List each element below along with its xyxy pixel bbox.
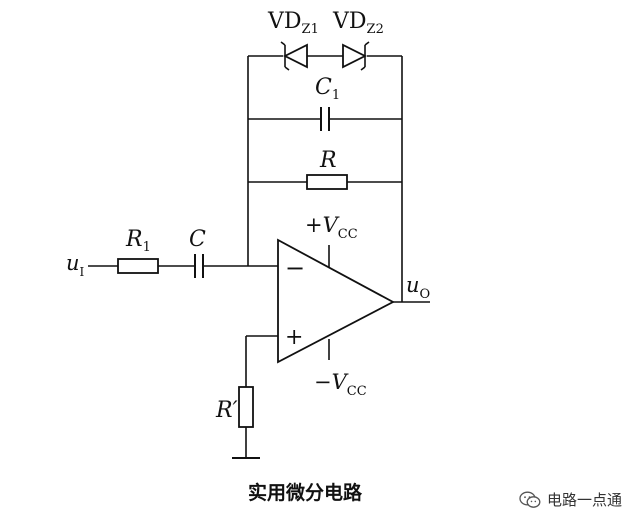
input-path <box>88 254 278 278</box>
diagram-caption: 实用微分电路 <box>247 482 362 504</box>
label-vcc-positive: +VCC <box>305 213 358 242</box>
zener-diode-vdz1 <box>280 41 325 71</box>
resistor-r <box>306 174 348 190</box>
label-c1: C1 <box>315 75 340 103</box>
capacitor-c1 <box>320 107 330 131</box>
wechat-icon <box>519 491 541 508</box>
label-input-voltage: uI <box>66 251 85 279</box>
watermark: 电路一点通 <box>519 489 622 510</box>
label-inverting-input: − <box>285 254 305 282</box>
watermark-text: 电路一点通 <box>546 491 622 509</box>
non-inverting-branch <box>232 335 278 459</box>
resistor-r-prime <box>238 386 254 428</box>
label-r-prime: R′ <box>215 398 238 423</box>
label-non-inverting-input: + <box>285 325 303 350</box>
label-r1: R1 <box>125 227 151 255</box>
label-vcc-negative: −VCC <box>314 370 367 399</box>
op-amp <box>277 238 430 364</box>
label-vdz2: VDZ2 <box>332 9 384 37</box>
resistor-r1 <box>117 258 159 274</box>
label-r: R <box>319 148 337 173</box>
label-c: C <box>189 227 206 252</box>
feedback-network-wires <box>247 55 403 302</box>
label-vdz1: VDZ1 <box>267 9 319 37</box>
label-output-voltage: uO <box>406 273 430 302</box>
zener-diode-vdz2 <box>325 41 370 71</box>
